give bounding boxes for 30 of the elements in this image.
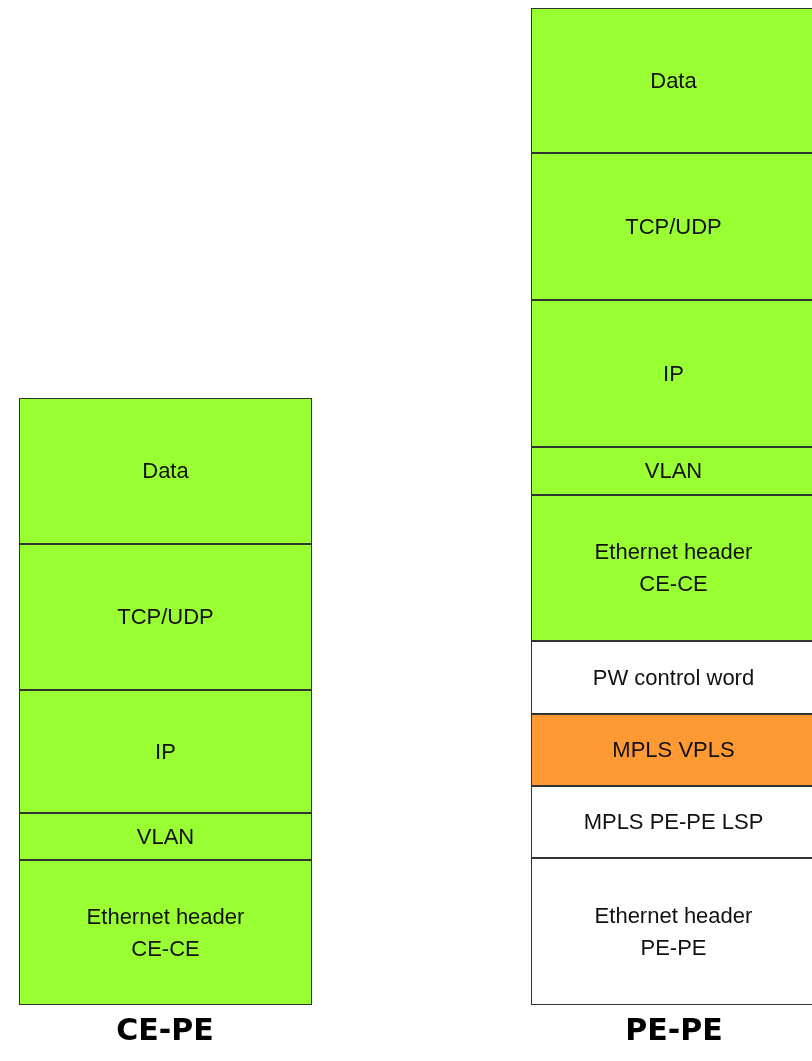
layer-name: MPLS PE-PE LSP — [583, 808, 764, 837]
stack-caption: PE-PE — [624, 1012, 724, 1047]
layer-name: Data — [650, 66, 697, 95]
protocol-layer-box — [531, 447, 812, 495]
layer-name: IP — [155, 737, 176, 766]
protocol-layer-box — [19, 813, 312, 860]
protocol-layer-box — [531, 714, 812, 786]
layer-name: Ethernet header CE-CE — [85, 902, 246, 963]
layer-name: Ethernet header PE-PE — [593, 901, 754, 962]
protocol-layer-box — [19, 690, 312, 813]
protocol-layer-box — [531, 641, 812, 714]
protocol-layer-box — [19, 544, 312, 690]
layer-name: VLAN — [644, 457, 703, 486]
protocol-layer-box — [531, 8, 812, 153]
layer-name: Data — [142, 457, 189, 486]
protocol-layer-box — [531, 495, 812, 641]
protocol-layer-box — [531, 786, 812, 858]
protocol-layer-box — [19, 398, 312, 544]
layer-name: VLAN — [136, 822, 195, 851]
layer-name: IP — [663, 359, 684, 388]
protocol-layer-box — [531, 153, 812, 300]
protocol-layer-box — [531, 300, 812, 447]
layer-name: MPLS VPLS — [612, 736, 735, 765]
protocol-layer-box — [19, 860, 312, 1005]
layer-name: PW control word — [592, 663, 755, 692]
layer-name: TCP/UDP — [625, 212, 722, 241]
stack-caption: CE-PE — [115, 1012, 215, 1047]
layer-name: TCP/UDP — [117, 603, 214, 632]
protocol-layer-box — [531, 858, 812, 1005]
layer-name: Ethernet header CE-CE — [593, 538, 754, 598]
